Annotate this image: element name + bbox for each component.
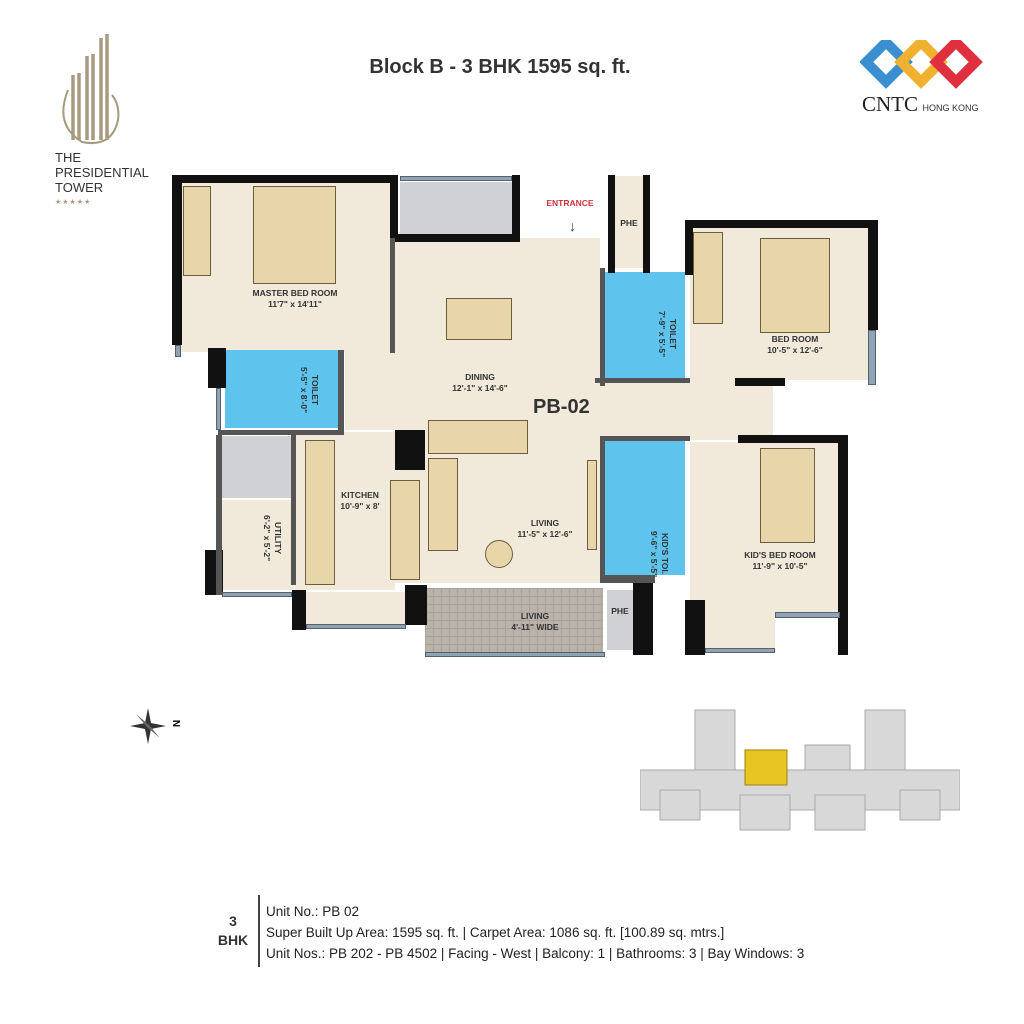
room-name: KID'S TOI.: [660, 533, 670, 575]
room-size: 11'-9" x 10'-5": [752, 561, 808, 571]
cntc-sub: HONG KONG: [922, 103, 979, 113]
logo-line: THE: [55, 150, 81, 165]
phe-bottom: [607, 590, 633, 650]
kitchen-ledge: [305, 592, 420, 624]
unit-no: Unit No.: PB 02: [266, 904, 360, 919]
room-name: UTILITY: [273, 521, 283, 555]
area-info: Super Built Up Area: 1595 sq. ft. | Carp…: [266, 925, 725, 940]
cntc-diamonds-icon: [859, 35, 983, 89]
phe-label: PHE: [611, 606, 629, 616]
kids-bed: [760, 448, 815, 543]
passage: [600, 380, 740, 440]
kitchen-counter: [305, 440, 335, 585]
corridor: [345, 350, 400, 430]
cntc-logo: CNTC HONG KONG: [859, 35, 990, 120]
room-size: 10'-9" x 8': [340, 501, 380, 511]
logo-line: PRESIDENTIAL: [55, 165, 149, 180]
unit-label: PB-02: [533, 396, 590, 418]
compass-star-icon: [130, 708, 166, 744]
sofa: [428, 420, 528, 454]
room-size: 11'7" x 14'11": [268, 299, 322, 309]
room-size: 5'-5" x 8'-0": [299, 366, 309, 414]
room-name: TOILET: [310, 374, 320, 406]
bhk-text: BHK: [217, 932, 249, 948]
key-plan-graphic: [639, 709, 961, 831]
room-name: LIVING: [530, 518, 560, 528]
room-size: 4'-11" WIDE: [511, 622, 559, 632]
footer-divider: [258, 895, 260, 967]
sofa: [428, 458, 458, 551]
room-name: KID'S BED ROOM: [744, 550, 816, 560]
room-size: 6'-2" x 5'-2": [262, 514, 272, 562]
utility: [222, 500, 294, 590]
wardrobe: [693, 232, 723, 324]
room-size: 10'-5" x 12'-6": [767, 345, 823, 355]
cntc-name: CNTC: [862, 92, 919, 116]
room-name: MASTER BED ROOM: [252, 288, 338, 298]
living-balcony: [425, 588, 603, 652]
shaft: [400, 182, 512, 234]
unit-details: Unit No.: PB 02 Super Built Up Area: 159…: [266, 901, 804, 964]
phe-label: PHE: [620, 218, 638, 228]
room-name: TOILET: [668, 318, 678, 350]
bhk-badge: 3 BHK: [210, 912, 256, 950]
bed: [760, 238, 830, 333]
logo-line: TOWER: [55, 180, 104, 195]
room-size: 9'-6" x 5'-5": [649, 530, 659, 578]
master-bed: [253, 186, 336, 284]
key-plan: [639, 705, 961, 835]
round-table: [485, 540, 513, 568]
entrance-arrow-icon: ↓: [569, 218, 576, 234]
tv-unit: [587, 460, 597, 550]
wardrobe: [183, 186, 211, 276]
north-label: N: [170, 719, 182, 728]
room-name: DINING: [465, 372, 495, 382]
room-size: 7'-9" x 5'-5": [657, 310, 667, 358]
shaft-utility: [222, 436, 294, 498]
kids-toilet: [605, 440, 685, 575]
phe-top: [615, 176, 643, 268]
toilet-right: [605, 272, 685, 382]
tower-logo-icon: [62, 34, 120, 144]
kids-bay: [705, 612, 775, 648]
room-size: 12'-1" x 14'-6": [452, 383, 508, 393]
room-size: 11'-5" x 12'-6": [517, 529, 573, 539]
entrance-label: ENTRANCE: [546, 198, 594, 208]
unit-range-info: Unit Nos.: PB 202 - PB 4502 | Facing - W…: [266, 946, 805, 961]
room-name: LIVING: [520, 611, 550, 621]
logo-stars: ★★★★★: [55, 199, 92, 206]
dining-table: [446, 298, 512, 340]
page-title: Block B - 3 BHK 1595 sq. ft.: [369, 56, 631, 78]
room-name: BED ROOM: [771, 334, 819, 344]
bhk-number: 3: [229, 913, 237, 929]
presidential-tower-logo: THE PRESIDENTIAL TOWER ★★★★★: [50, 30, 170, 220]
room-name: KITCHEN: [341, 490, 379, 500]
bay: [738, 385, 773, 435]
compass: N: [128, 706, 188, 746]
master-toilet: [225, 350, 340, 428]
hob-counter: [390, 480, 420, 580]
